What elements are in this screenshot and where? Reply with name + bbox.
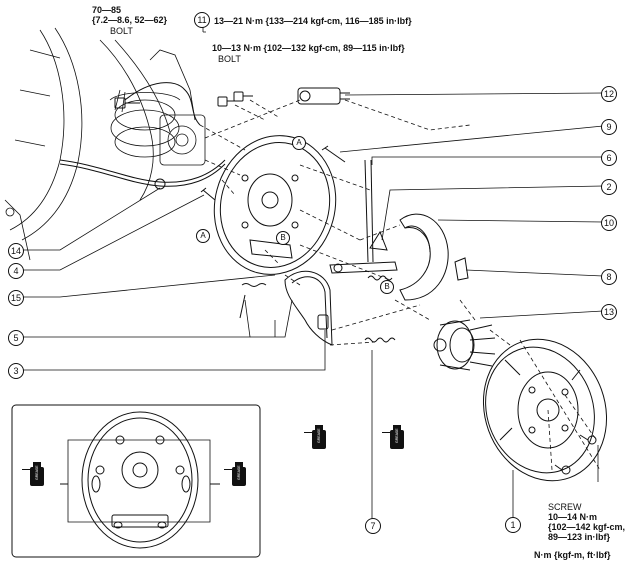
assembly-dashed-lines bbox=[199, 99, 601, 471]
springs bbox=[239, 275, 396, 343]
adjuster-assembly bbox=[329, 159, 398, 274]
torque-top-left-line2: {7.2—8.6, 52—62} bbox=[92, 15, 168, 25]
brake-drum bbox=[482, 338, 608, 482]
brake-pipe bbox=[124, 82, 201, 126]
suspension-sketch bbox=[4, 27, 206, 261]
callout-13: 13 bbox=[601, 304, 617, 320]
letter-b-center: B bbox=[276, 231, 290, 245]
torque-mid-center-part: BOLT bbox=[218, 54, 241, 64]
brake-shoe-right bbox=[399, 213, 449, 301]
torque-screw-line2: {102—142 kgf-cm, bbox=[548, 522, 626, 532]
callout-5: 5 bbox=[8, 330, 24, 346]
callout-8: 8 bbox=[601, 269, 617, 285]
callout-3: 3 bbox=[8, 363, 24, 379]
torque-screw-line3: 89—123 in·lbf} bbox=[548, 532, 611, 542]
grease-icon: GREASE bbox=[224, 462, 246, 486]
callout-9: 9 bbox=[601, 119, 617, 135]
shoe-clip bbox=[454, 257, 469, 281]
bolts-top bbox=[114, 91, 253, 109]
backing-plate bbox=[213, 135, 337, 275]
grease-label: GREASE bbox=[237, 465, 241, 480]
callout-6: 6 bbox=[601, 150, 617, 166]
torque-top-left-line1: 70—85 bbox=[92, 5, 122, 15]
grease-icon: GREASE bbox=[22, 462, 44, 486]
callout-10: 10 bbox=[601, 215, 617, 231]
grease-icon: GREASE bbox=[304, 425, 326, 449]
torque-top-left-part: BOLT bbox=[110, 26, 133, 36]
grease-label: GREASE bbox=[395, 428, 399, 443]
callout-7: 7 bbox=[365, 518, 381, 534]
callout-11: 11 bbox=[194, 12, 210, 28]
inset-panel bbox=[11, 404, 261, 558]
torque-top-center-spec: 13—21 N·m {133—214 kgf-cm, 116—185 in·lb… bbox=[214, 16, 412, 26]
unit-legend: N·m {kgf-m, ft·lbf} bbox=[534, 550, 611, 560]
callout-2: 2 bbox=[601, 179, 617, 195]
hub-bearing bbox=[433, 319, 496, 371]
brake-shoe-left bbox=[284, 270, 333, 346]
grease-label: GREASE bbox=[35, 465, 39, 480]
torque-screw-part: SCREW bbox=[548, 502, 582, 512]
callout-14: 14 bbox=[8, 243, 24, 259]
wheel-cylinder bbox=[297, 87, 350, 105]
grease-label: GREASE bbox=[317, 428, 321, 443]
grease-icon: GREASE bbox=[382, 425, 404, 449]
callout-12: 12 bbox=[601, 86, 617, 102]
letter-b-right: B bbox=[380, 280, 394, 294]
shoe-hold-pin bbox=[321, 145, 346, 163]
callout-4: 4 bbox=[8, 263, 24, 279]
pin-left bbox=[200, 187, 216, 201]
drum-screws bbox=[554, 434, 597, 475]
letter-a-top: A bbox=[292, 136, 306, 150]
letter-a-left: A bbox=[196, 229, 210, 243]
leader-lines bbox=[23, 20, 604, 520]
callout-15: 15 bbox=[8, 290, 24, 306]
parking-brake-cable bbox=[59, 159, 226, 190]
inset-backing-plate bbox=[60, 411, 220, 549]
torque-screw-line1: 10—14 N·m bbox=[548, 512, 598, 522]
torque-mid-center-spec: 10—13 N·m {102—132 kgf-cm, 89—115 in·lbf… bbox=[212, 43, 405, 53]
callout-1: 1 bbox=[505, 517, 521, 533]
